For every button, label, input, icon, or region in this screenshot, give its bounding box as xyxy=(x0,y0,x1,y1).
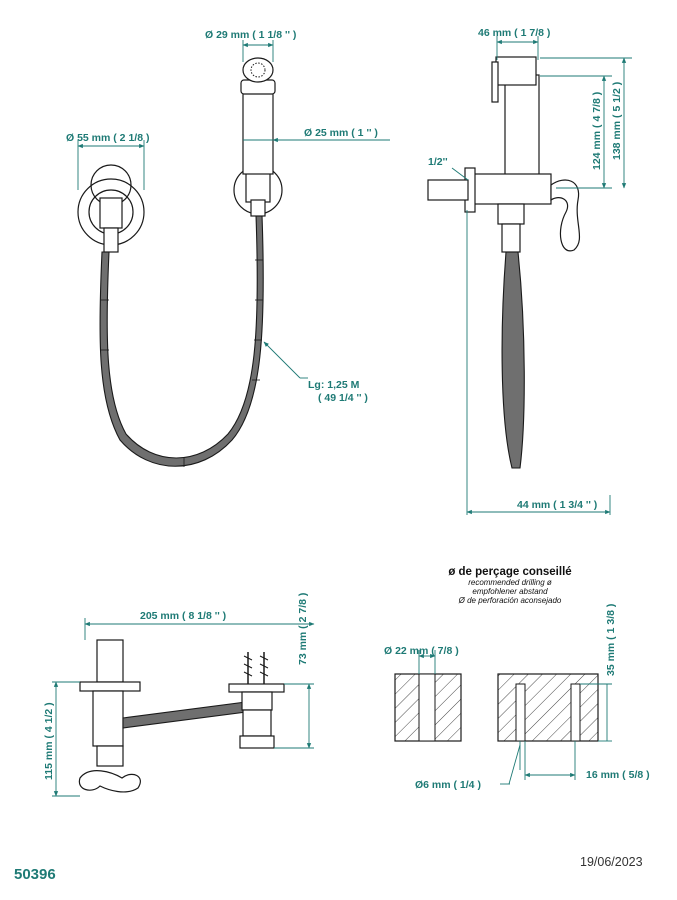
top-left-height-label: 115 mm ( 4 1/2 ) xyxy=(43,702,55,780)
side-hose xyxy=(501,251,525,469)
top-right-height-label: 73 mm ( 2 7/8 ) xyxy=(297,593,309,665)
top-width-label: 205 mm ( 8 1/8 '' ) xyxy=(140,610,226,622)
inlet-label: 1/2'' xyxy=(428,156,448,168)
spacing-16-label: 16 mm ( 5/8 ) xyxy=(586,769,650,781)
drawing-date: 19/06/2023 xyxy=(580,855,643,869)
handle-diameter-label: Ø 25 mm ( 1 '' ) xyxy=(304,127,378,139)
side-height-124-label: 124 mm ( 4 7/8 ) xyxy=(591,92,603,170)
handset-body xyxy=(242,91,274,175)
drilling-sub-en: recommended drilling ø xyxy=(468,578,552,587)
side-handset xyxy=(504,74,540,178)
hose-ticks xyxy=(101,259,263,467)
hose xyxy=(99,214,264,467)
drilling-sub-de: empfohlener abstand xyxy=(472,587,548,596)
block-6mm xyxy=(497,673,599,742)
top-lever xyxy=(78,770,141,793)
drilling-sub-es: Ø de perforación aconsejado xyxy=(458,596,562,605)
top-hose-arm xyxy=(122,701,247,729)
rosette-diameter-label: Ø 55 mm ( 2 1/8 ) xyxy=(66,132,149,144)
hose-length-label: Lg: 1,25 M xyxy=(308,379,360,391)
top-view: 205 mm ( 8 1/8 '' ) 73 mm ( 2 7/8 ) 115 … xyxy=(43,593,315,797)
side-bottom-width-label: 44 mm ( 1 3/4 '' ) xyxy=(517,499,597,511)
hose-length-inch-label: ( 49 1/4 '' ) xyxy=(318,392,368,404)
side-lever xyxy=(550,179,581,252)
drilling-title: ø de perçage conseillé xyxy=(448,566,571,578)
side-top-width-label: 46 mm ( 1 7/8 ) xyxy=(478,27,550,39)
mounting-screws xyxy=(243,652,269,684)
side-view: 46 mm ( 1 7/8 ) 1/2'' 124 mm ( 4 7/8 ) 1… xyxy=(427,27,632,515)
head-diameter-label: Ø 29 mm ( 1 1/8 '' ) xyxy=(205,29,296,41)
depth-35-label: 35 mm ( 1 3/8 ) xyxy=(605,604,617,676)
hole-6-label: Ø6 mm ( 1/4 ) xyxy=(415,779,481,791)
handset-head xyxy=(242,57,274,83)
inlet-pipe xyxy=(427,179,469,201)
side-valve-body xyxy=(472,173,552,205)
front-view: Ø 29 mm ( 1 1/8 '' ) Ø 55 mm ( 2 1/8 ) Ø… xyxy=(66,29,390,467)
side-height-138-label: 138 mm ( 5 1/2 ) xyxy=(611,82,623,160)
hole-22-label: Ø 22 mm ( 7/8 ) xyxy=(384,645,459,657)
drilling-guide: ø de perçage conseillé recommended drill… xyxy=(384,566,650,791)
product-code: 50396 xyxy=(14,866,56,883)
